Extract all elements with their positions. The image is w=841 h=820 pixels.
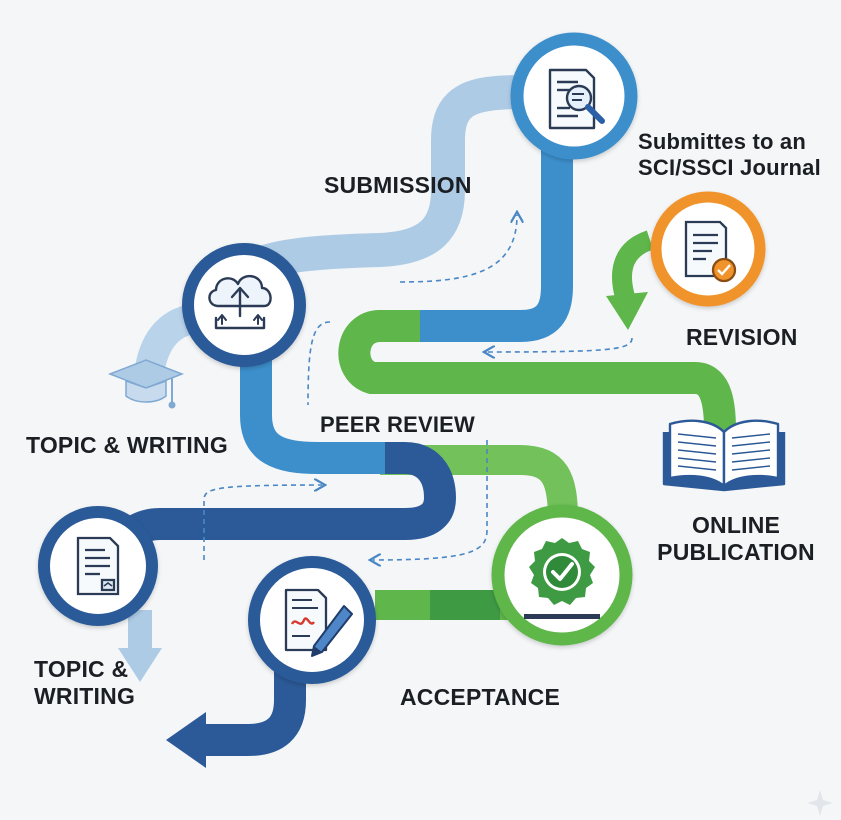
dashed-connector-4: [203, 485, 322, 560]
cloud-upload-icon: [208, 275, 272, 330]
dashed-connector-3: [307, 321, 331, 406]
node-upload: [182, 243, 306, 367]
graduation-cap-icon: [107, 359, 185, 409]
label-topic-writing-upper: TOPIC & WRITING: [26, 432, 228, 458]
document-icon: [76, 536, 120, 596]
magnifier-document-icon: [548, 68, 605, 130]
node-submission: [510, 32, 638, 160]
sparkle-icon: [807, 790, 833, 816]
label-peer-review: PEER REVIEW: [320, 412, 476, 437]
node-acceptance: [491, 504, 633, 646]
certified-document-icon: [684, 220, 737, 283]
label-online-line1: ONLINE: [691, 512, 781, 538]
revision-arrow-head: [606, 292, 648, 330]
node-document: [38, 506, 158, 626]
dashed-connector-1: [399, 215, 517, 283]
path-ribbon-green: [338, 310, 736, 431]
label-acceptance: ACCEPTANCE: [400, 684, 561, 710]
approval-seal-icon: [524, 538, 600, 619]
label-online-line2: PUBLICATION: [657, 539, 815, 566]
path-ribbon-mid-blue-left: [240, 360, 385, 474]
label-topic-line1: TOPIC &: [34, 656, 129, 682]
path-ribbon-dark-blue: [104, 442, 457, 558]
label-online-publication: ONLINE PUBLICATION: [652, 512, 820, 566]
signing-pen-icon: [284, 588, 353, 657]
arrow-head-left: [166, 712, 206, 768]
label-submitted-line2: SCI/SSCI Journal: [638, 154, 821, 180]
arrow-head-down: [118, 648, 162, 682]
label-topic-line2: WRITING: [34, 683, 136, 710]
node-writing: [248, 556, 376, 684]
path-ribbon-mid-blue: [420, 148, 573, 342]
label-submitted-line1: Submittes to an: [638, 129, 807, 154]
open-book-icon: [662, 419, 786, 492]
label-topic-writing-lower: TOPIC & WRITING: [34, 656, 135, 710]
label-submitted-journal: Submittes to an SCI/SSCI Journal: [638, 129, 821, 181]
node-revision: [650, 191, 766, 307]
dashed-connector-2: [487, 337, 633, 352]
revision-arrow: [611, 230, 654, 304]
label-submission: SUBMISSION: [324, 172, 472, 198]
dashed-connector-5: [373, 440, 488, 560]
path-ribbon-dark-blue-bottom: [198, 660, 306, 756]
label-revision: REVISION: [686, 324, 798, 350]
